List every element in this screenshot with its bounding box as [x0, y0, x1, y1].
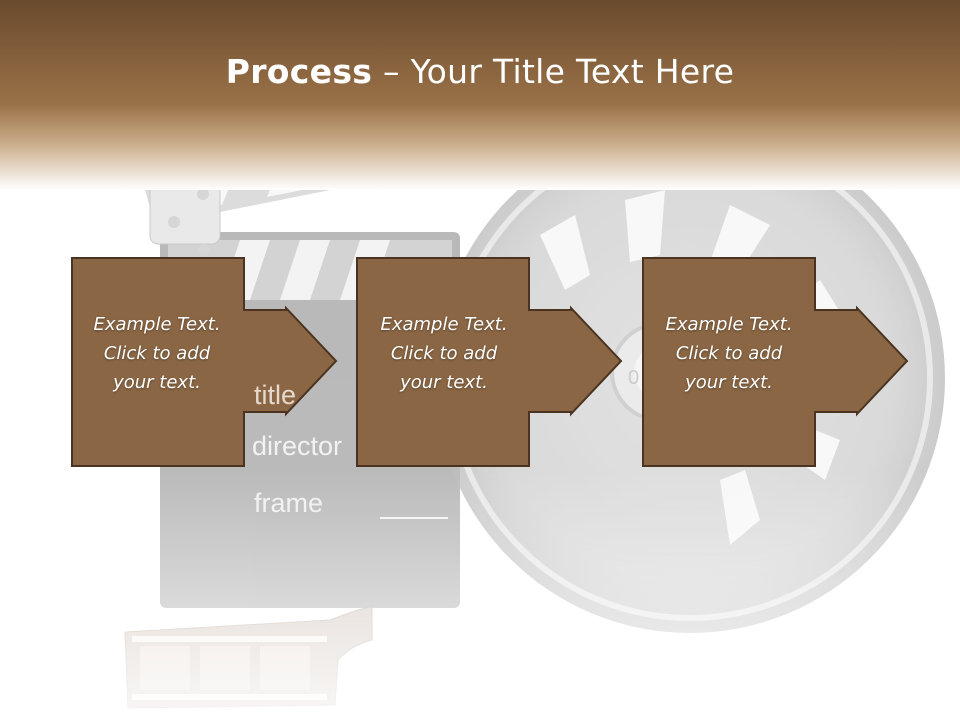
clapperboard-label-frame: frame [254, 488, 324, 518]
process-step-1-shape [71, 257, 338, 467]
process-step-3-shape [642, 257, 909, 467]
slide-title[interactable]: Process – Your Title Text Here [0, 52, 960, 91]
step-2-line-3: your text. [400, 372, 488, 393]
step-1-line-1: Example Text. [93, 314, 221, 335]
step-3-line-3: your text. [685, 372, 773, 393]
header-band [0, 0, 960, 190]
bottom-fade [0, 470, 960, 720]
clapperboard-label-director: director [252, 431, 343, 461]
step-2-line-1: Example Text. [380, 314, 508, 335]
process-step-2-text[interactable]: Example Text. Click to add your text. [359, 310, 529, 397]
title-bold: Process [225, 52, 373, 91]
step-3-line-1: Example Text. [665, 314, 793, 335]
step-1-line-3: your text. [113, 372, 201, 393]
clapperboard-label-title: title [254, 380, 297, 410]
reel-hub-text: 0 [628, 367, 639, 389]
process-step-3-text[interactable]: Example Text. Click to add your text. [644, 310, 814, 397]
step-2-line-2: Click to add [390, 343, 498, 364]
step-3-line-2: Click to add [675, 343, 783, 364]
process-step-2-shape [356, 257, 623, 467]
process-step-1-text[interactable]: Example Text. Click to add your text. [72, 310, 242, 397]
title-rest: – Your Title Text Here [372, 52, 735, 91]
step-1-line-2: Click to add [103, 343, 211, 364]
